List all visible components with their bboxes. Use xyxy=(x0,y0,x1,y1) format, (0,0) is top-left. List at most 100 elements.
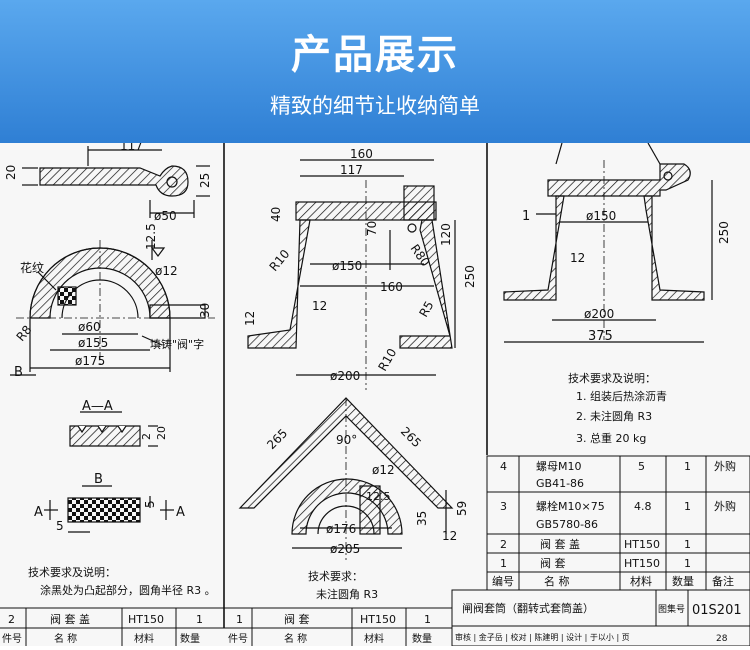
dim-90deg: 90° xyxy=(336,433,357,447)
dim-175-left: ø175 xyxy=(75,354,105,368)
mid-notes-title: 技术要求： xyxy=(308,570,363,583)
header-banner: 产品展示 精致的细节让收纳简单 xyxy=(0,0,750,143)
dim-250-mid: 250 xyxy=(463,265,477,288)
dim-12-5-mid: 12.5 xyxy=(366,490,391,503)
sleeve-plan-view xyxy=(238,397,454,560)
bm-h-name: 名 称 xyxy=(284,632,307,645)
dim-117-mid: 117 xyxy=(340,163,363,177)
dim-20-section: 20 xyxy=(155,426,168,440)
bm-h-mat: 材料 xyxy=(364,632,384,645)
dim-150-mid: ø150 xyxy=(332,259,362,273)
section-aa-label: A—A xyxy=(82,399,113,414)
bottom-left-table xyxy=(0,607,452,646)
dim-205-mid: ø205 xyxy=(330,542,360,556)
parts-header-note: 备注 xyxy=(712,574,734,588)
dim-12c-mid: 12 xyxy=(442,529,457,543)
sleeve-section-view xyxy=(247,159,456,390)
leader-1: 1 xyxy=(522,209,530,224)
bm-mat: HT150 xyxy=(360,613,396,626)
label-b-top: B xyxy=(14,365,23,380)
dim-155-left: ø155 xyxy=(78,336,108,350)
label-cast: 填铸"阀"字 xyxy=(150,337,204,351)
dim-r10b-mid: R10 xyxy=(375,346,399,373)
parts-row-4-name: 螺母M10 xyxy=(536,460,582,473)
dim-120-mid: 120 xyxy=(439,223,453,246)
dim-50-left: ø50 xyxy=(154,209,177,223)
parts-row-4-note: 外购 xyxy=(714,459,736,473)
bm-h-qty: 数量 xyxy=(412,632,432,645)
parts-row-2-name: 阀 套 盖 xyxy=(540,537,580,551)
parts-row-3-qty: 1 xyxy=(684,500,691,513)
mid-notes-body: 未注圆角 R3 xyxy=(316,587,378,601)
section-a-right: A xyxy=(176,505,185,520)
dim-5-b2: 5 xyxy=(143,500,157,508)
page-title: 产品展示 xyxy=(291,32,459,78)
dim-200-right: ø200 xyxy=(584,307,614,321)
section-a-left: A xyxy=(34,505,43,520)
drawing-sheet: 117 20 25 ø50 花纹 12.5 ø12 30 R8 ø60 ø155… xyxy=(0,139,750,647)
title-block-page: 28 xyxy=(716,634,728,644)
right-notes-3: 3. 总重 20 kg xyxy=(576,431,646,445)
page-subtitle: 精致的细节让收纳简单 xyxy=(270,94,480,118)
parts-row-1-qty: 1 xyxy=(684,557,691,570)
parts-row-1-mat: HT150 xyxy=(624,557,660,570)
assembly-view xyxy=(503,142,713,343)
dim-160b-mid: 160 xyxy=(380,280,403,294)
left-notes-title: 技术要求及说明： xyxy=(28,565,116,579)
title-block-title: 闸阀套筒（翻转式套筒盖） xyxy=(462,601,594,615)
dim-160-mid: 160 xyxy=(350,147,373,161)
dim-2-section: 2 xyxy=(140,433,153,440)
dim-20-left: 20 xyxy=(4,165,18,180)
right-notes-0: 技术要求及说明： xyxy=(568,371,656,385)
dim-r8: R8 xyxy=(14,323,35,344)
title-block-atlas-label: 图集号 xyxy=(658,603,685,615)
dim-70-mid: 70 xyxy=(365,221,379,236)
parts-row-2-no: 2 xyxy=(500,538,507,551)
dim-12-left: ø12 xyxy=(155,264,178,278)
parts-row-3-mat: 4.8 xyxy=(634,500,652,513)
bm-h-no: 件号 xyxy=(228,633,248,645)
dim-r10-mid: R10 xyxy=(267,247,293,274)
dim-265a-mid: 265 xyxy=(264,426,290,452)
bl-no: 2 xyxy=(8,613,15,626)
cover-front-view xyxy=(10,240,215,376)
dim-375-right: 375 xyxy=(588,329,613,344)
bl-h-name: 名 称 xyxy=(54,632,77,645)
parts-row-3-name: 螺栓M10×75 xyxy=(536,499,605,513)
parts-header-no: 编号 xyxy=(492,574,514,588)
dim-200-mid: ø200 xyxy=(330,369,360,383)
bm-qty: 1 xyxy=(424,613,431,626)
section-aa xyxy=(69,411,158,447)
bl-h-qty: 数量 xyxy=(180,632,200,645)
parts-table xyxy=(486,455,750,591)
bl-h-mat: 材料 xyxy=(134,632,154,645)
bm-name: 阀 套 xyxy=(284,612,310,626)
dim-117-left: 117 xyxy=(120,143,143,153)
parts-row-1-no: 1 xyxy=(500,557,507,570)
dim-250-right: 250 xyxy=(717,221,731,244)
bl-name: 阀 套 盖 xyxy=(50,612,90,626)
parts-row-3-no: 3 xyxy=(500,500,507,513)
technical-drawing: 117 20 25 ø50 花纹 12.5 ø12 30 R8 ø60 ø155… xyxy=(0,139,750,647)
dim-59-mid: 59 xyxy=(455,501,469,516)
dim-5-b: 5 xyxy=(56,519,64,533)
dim-150-right: ø150 xyxy=(586,209,616,223)
dim-35-mid: 35 xyxy=(415,511,429,526)
bm-no: 1 xyxy=(236,613,243,626)
dim-12dia-mid: ø12 xyxy=(372,463,395,477)
bl-mat: HT150 xyxy=(128,613,164,626)
parts-row-3-note: 外购 xyxy=(714,499,736,513)
parts-row-4-std: GB41-86 xyxy=(536,477,584,490)
right-notes-1: 1. 组装后热涂沥青 xyxy=(576,389,667,403)
parts-row-4-no: 4 xyxy=(500,460,507,473)
parts-row-4-qty: 1 xyxy=(684,460,691,473)
bl-qty: 1 xyxy=(196,613,203,626)
dim-30-left: 30 xyxy=(198,303,212,318)
dim-12-5-left: 12.5 xyxy=(144,223,158,250)
dim-60-left: ø60 xyxy=(78,320,101,334)
dim-265b-mid: 265 xyxy=(398,424,424,450)
cover-plan-view xyxy=(22,146,210,218)
parts-header-name: 名 称 xyxy=(544,574,570,588)
section-b xyxy=(44,485,174,533)
parts-header-qty: 数量 xyxy=(672,575,694,588)
